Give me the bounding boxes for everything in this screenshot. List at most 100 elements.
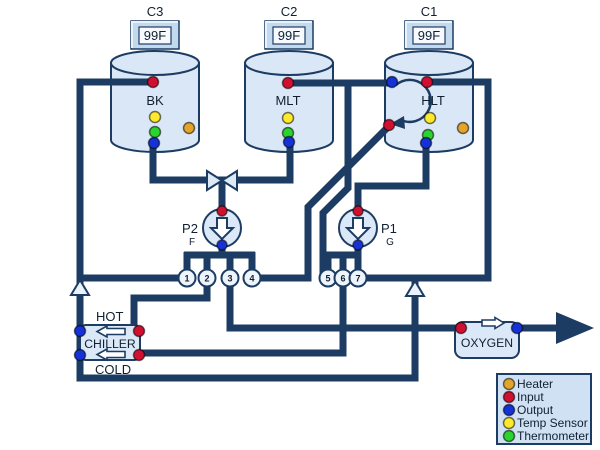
controller-c3-bevel [131,21,178,48]
output-arrowhead-icon [556,312,594,344]
chiller-unit: HOT CHILLER COLD [73,309,146,377]
check-valve-left-icon [69,278,91,296]
vessel-mlt-details: MLT [275,76,301,149]
controller-c3-display [138,26,172,45]
mlt-input-dot [281,76,295,90]
pump-p2-input-dot [216,205,228,217]
controller-c1-label: C1 [421,4,438,19]
pipe-valve2-to-chiller-hot [130,284,211,330]
chiller-cold-output-dot [73,348,87,362]
vessel-mlt-top [244,50,334,76]
mlt-label: MLT [275,93,300,108]
hlt-label: HLT [421,93,445,108]
bk-output-dot [147,136,161,150]
valve-1-number: 1 [184,274,189,284]
oxygen-label: OXYGEN [461,336,513,350]
controller-c3-reading: 99F [144,28,166,43]
vessel-bk-top [110,50,200,76]
pump-p1-output-dot [352,239,364,251]
legend-input-label: Input [517,390,544,404]
valve-1 [177,268,197,288]
pump-p1-tag: G [386,237,394,248]
pump-p2-output-dot [216,239,228,251]
pipe-valve6-to-chiller-cold [138,284,347,357]
legend-temp-sensor-label: Temp Sensor [517,416,588,430]
bk-thermometer-dot [148,125,162,139]
pump-p2: P2 F [182,205,242,251]
valve-3-number: 3 [227,274,232,284]
hlt-coil-input-dot [382,118,396,132]
check-valve-right-icon [404,279,426,297]
hlt-heater-dot [456,121,470,135]
valve-7-number: 7 [355,274,360,284]
chiller-cold-label: COLD [95,362,131,377]
controller-c2: C2 99F [264,4,314,50]
chiller-hot-flow-arrow-icon [95,324,126,339]
controller-c1-reading: 99F [418,28,440,43]
controller-c1: C1 99F [404,4,454,50]
valve-3 [220,268,240,288]
controller-c3-label: C3 [147,4,164,19]
hlt-coil-arc-icon [395,78,432,124]
hlt-coil-arrowhead-icon [390,116,405,129]
legend-input-dot [502,390,516,404]
pipe-valve7-to-hlt-input [358,78,492,282]
oxygen-unit: OXYGEN [454,316,524,359]
bk-heater-dot [182,121,196,135]
bk-temp-sensor-dot [148,110,162,124]
valve-7 [348,268,368,288]
oxygen-output-dot [510,321,524,335]
pipe-hlt-out-to-p1 [354,143,430,212]
legend-temp-sensor-dot [502,416,516,430]
legend-heater-label: Heater [517,377,553,391]
pipe-valve3-oxygen-line [226,284,580,332]
bowtie-valve-icon [206,169,238,192]
vessel-hlt-top [384,50,474,76]
pump-p1-flow-arrow-icon [344,217,372,241]
oxygen-flow-arrow-icon [481,316,506,330]
chiller-hot-label: HOT [96,309,124,324]
pump-p1-input-dot [352,205,364,217]
chiller-hot-input-dot [132,324,146,338]
pump-p1-label: P1 [381,221,397,236]
hlt-input-dot [420,75,434,89]
chiller-label: CHILLER [84,337,136,351]
bk-label: BK [146,93,164,108]
bk-input-dot [146,75,160,89]
controller-c1-bevel [405,21,452,48]
legend-output-label: Output [517,403,554,417]
pump-p2-tag: F [189,237,195,248]
legend-heater-dot [502,377,516,391]
vessel-bk-details: BK [146,75,196,150]
chiller-cold-flow-arrow-icon [95,347,126,362]
valve-2 [197,268,217,288]
controller-c2-label: C2 [281,4,298,19]
pipe-valve4-to-hlt-coilin [252,122,393,282]
valve-4-number: 4 [249,274,254,284]
vessel-hlt-details: HLT [382,75,470,150]
pump-p1: P1 G [338,205,397,251]
chiller-hot-output-dot [73,324,87,338]
legend-thermometer-dot [502,429,516,443]
controller-c2-reading: 99F [278,28,300,43]
controller-c2-display [272,26,306,45]
oxygen-input-dot [454,321,468,335]
controller-c1-display [412,26,446,45]
valve-5-number: 5 [325,274,330,284]
legend-output-dot [502,403,516,417]
legend: Heater Input Output Temp Sensor Thermome… [496,373,592,445]
chiller-cold-input-dot [132,348,146,362]
valve-2-number: 2 [204,274,209,284]
controller-c3: C3 99F [130,4,180,50]
pump-p2-label: P2 [182,221,198,236]
mlt-output-dot [282,135,296,149]
controller-c2-bevel [265,21,312,48]
pipe-left-trunk-bottom-run [76,78,419,382]
valve-group: 1 2 3 4 5 6 7 [177,268,368,288]
hlt-output-dot [419,136,433,150]
mlt-temp-sensor-dot [281,111,295,125]
legend-thermometer-label: Thermometer [517,429,589,443]
hlt-temp-sensor-dot [423,111,437,125]
